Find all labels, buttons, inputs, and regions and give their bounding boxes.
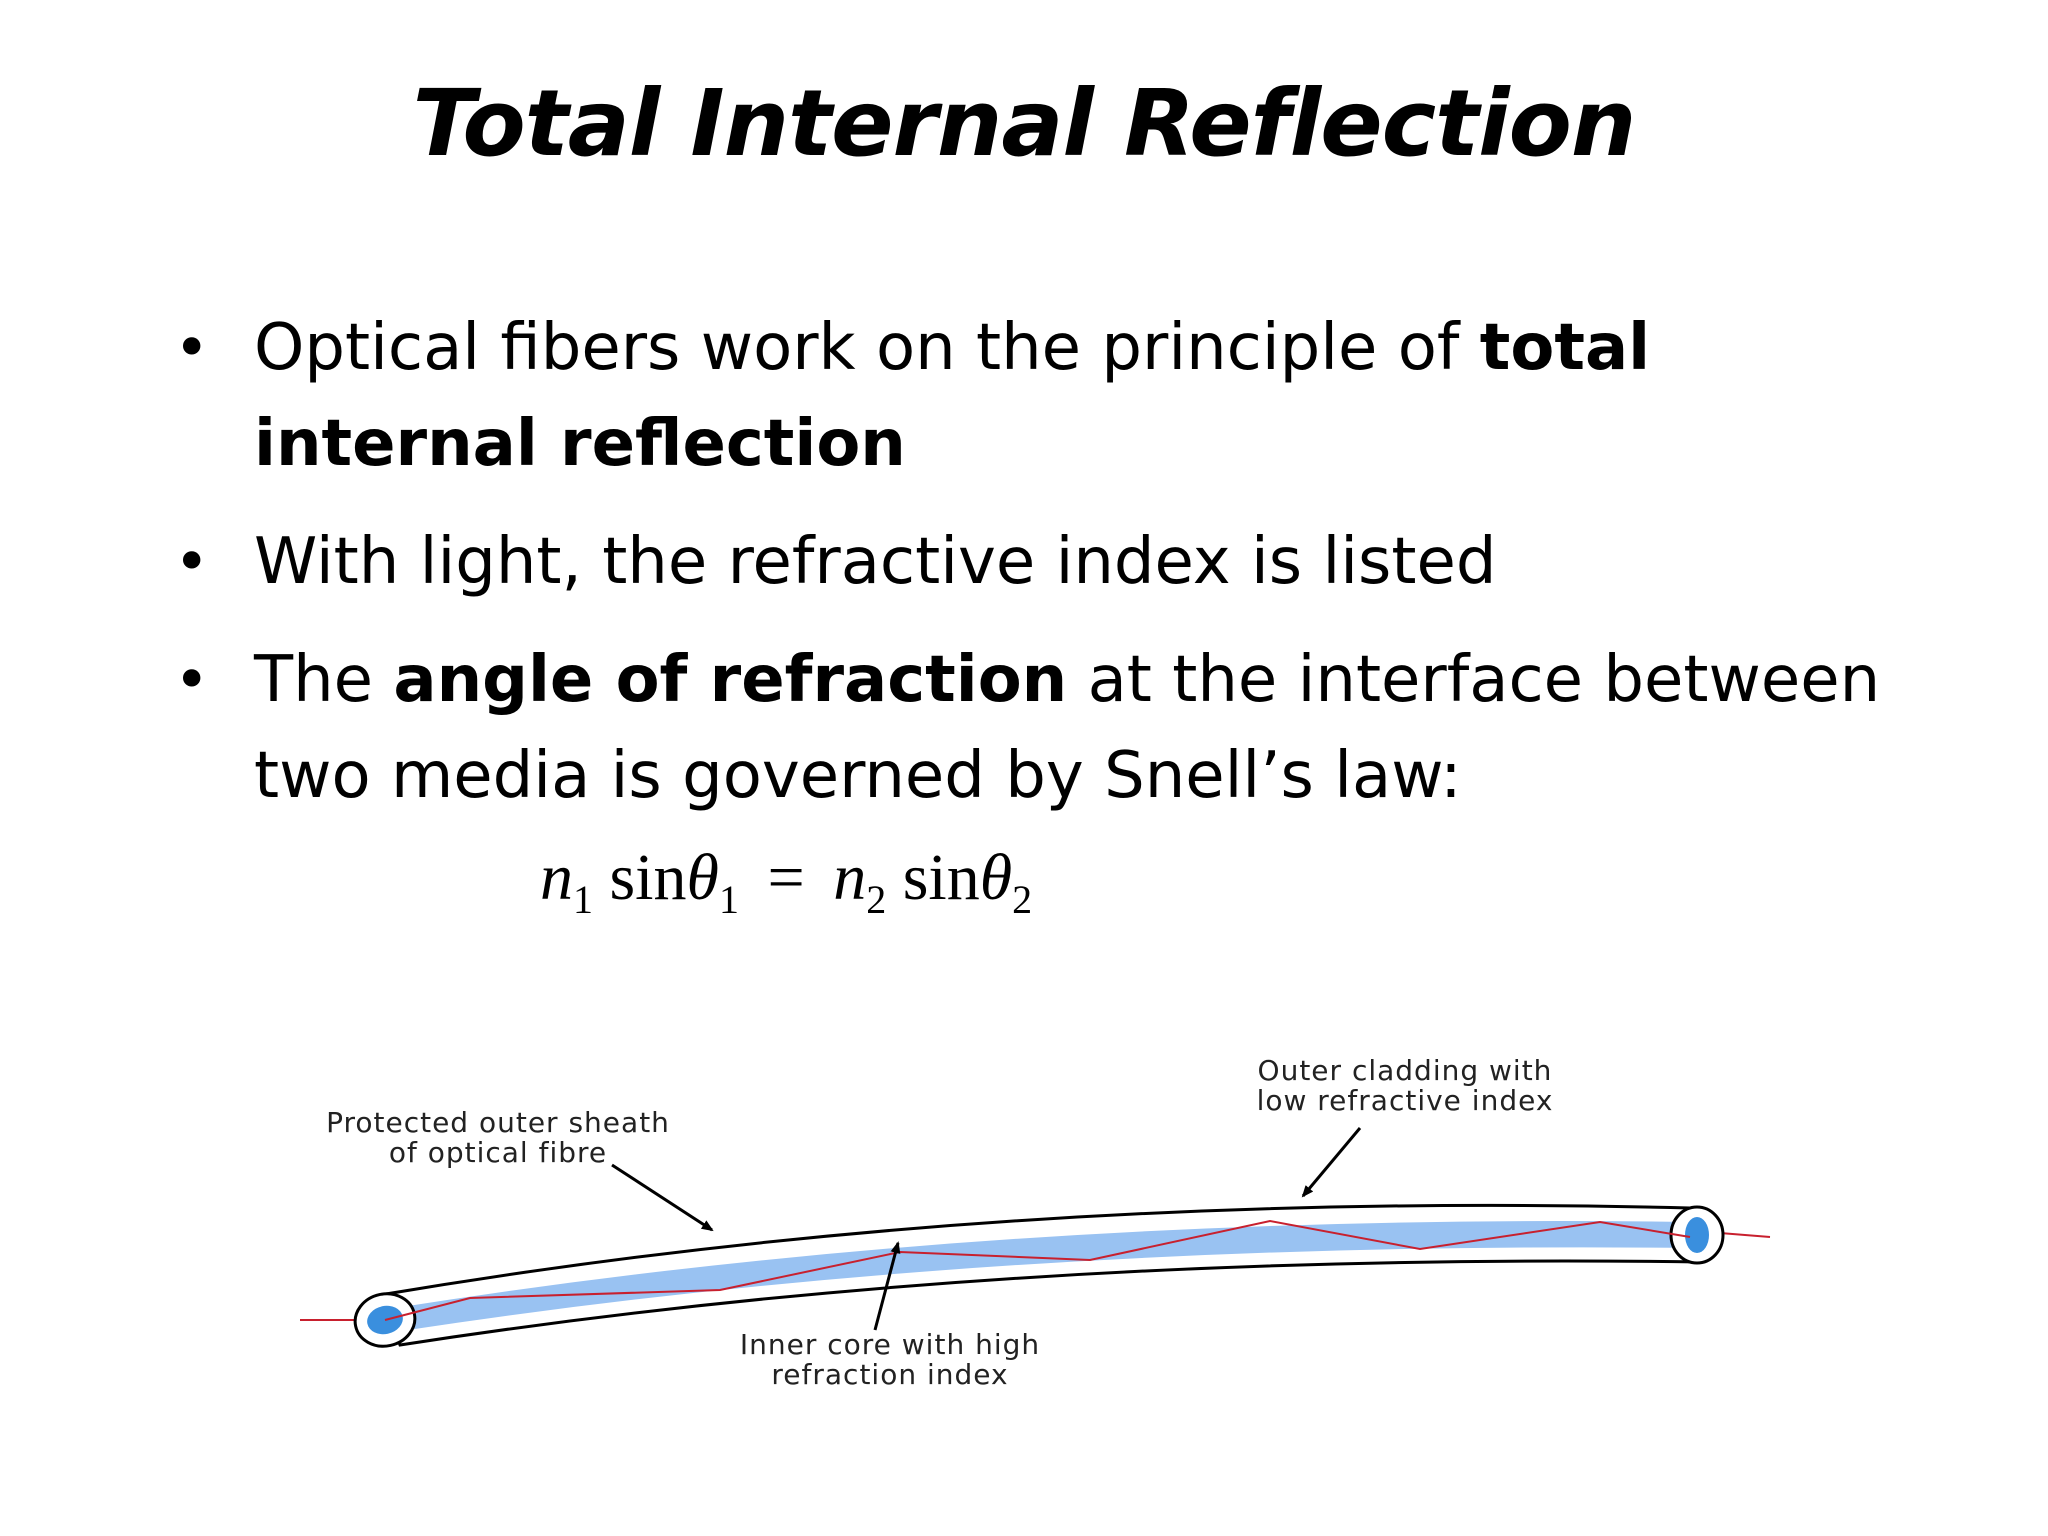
snells-law-formula: n1 sinθ1 = n2 sinθ2	[540, 840, 1032, 923]
formula-equals: =	[767, 841, 805, 914]
formula-subscript: 2	[1012, 877, 1033, 922]
bullet-bold-text: total internal reflection	[254, 311, 1651, 481]
formula-subscript: 1	[573, 877, 593, 922]
fiber-inner-core	[395, 1221, 1695, 1330]
reflected-ray-path	[384, 1219, 1691, 1321]
formula-n: n	[540, 841, 573, 914]
cladding-label-line: Outer cladding with	[1257, 1054, 1553, 1087]
bullet-dot-icon: •	[174, 645, 210, 715]
formula-theta: θ	[979, 841, 1013, 914]
bullet-text: Optical fibers work on the principle of	[254, 311, 1480, 385]
cladding-label-line: low refractive index	[1256, 1084, 1554, 1117]
sheath-pointer-arrow	[611, 1163, 714, 1232]
formula-n: n	[833, 841, 867, 914]
bullet-list: • Optical fibers work on the principle o…	[174, 300, 1954, 846]
bullet-item: • With light, the refractive index is li…	[174, 514, 1954, 610]
bullet-bold-text: angle of refraction	[393, 643, 1068, 717]
cladding-pointer-arrow	[1301, 1127, 1362, 1198]
bullet-text-continued: at the interface between two media is go…	[254, 643, 1881, 813]
formula-subscript: 2	[866, 877, 887, 922]
bullet-item: • The angle of refraction at the interfa…	[174, 632, 1954, 824]
optical-fiber-illustration	[300, 1127, 1771, 1348]
cladding-label: Outer cladding with low refractive index	[1195, 1056, 1615, 1116]
bullet-text: The	[254, 643, 394, 717]
fiber-right-core-end	[1685, 1217, 1709, 1253]
optical-fiber-diagram: Protected outer sheath of optical fibre …	[0, 1000, 2048, 1440]
formula-theta: θ	[686, 841, 719, 914]
formula-sin: sin	[902, 841, 980, 914]
core-pointer-arrow	[873, 1241, 901, 1331]
sheath-label: Protected outer sheath of optical fibre	[258, 1108, 738, 1168]
sheath-label-line: Protected outer sheath	[326, 1106, 670, 1139]
bullet-item: • Optical fibers work on the principle o…	[174, 300, 1954, 492]
sheath-label-line: of optical fibre	[388, 1136, 608, 1169]
core-label-line: refraction index	[771, 1358, 1009, 1391]
formula-sin: sin	[609, 841, 687, 914]
bullet-dot-icon: •	[174, 527, 210, 597]
formula-subscript: 1	[718, 877, 739, 922]
bullet-text: With light, the refractive index is list…	[254, 525, 1497, 599]
bullet-dot-icon: •	[174, 313, 210, 383]
slide-title: Total Internal Reflection	[412, 70, 1637, 177]
core-label: Inner core with high refraction index	[680, 1330, 1100, 1390]
core-label-line: Inner core with high	[739, 1328, 1041, 1361]
